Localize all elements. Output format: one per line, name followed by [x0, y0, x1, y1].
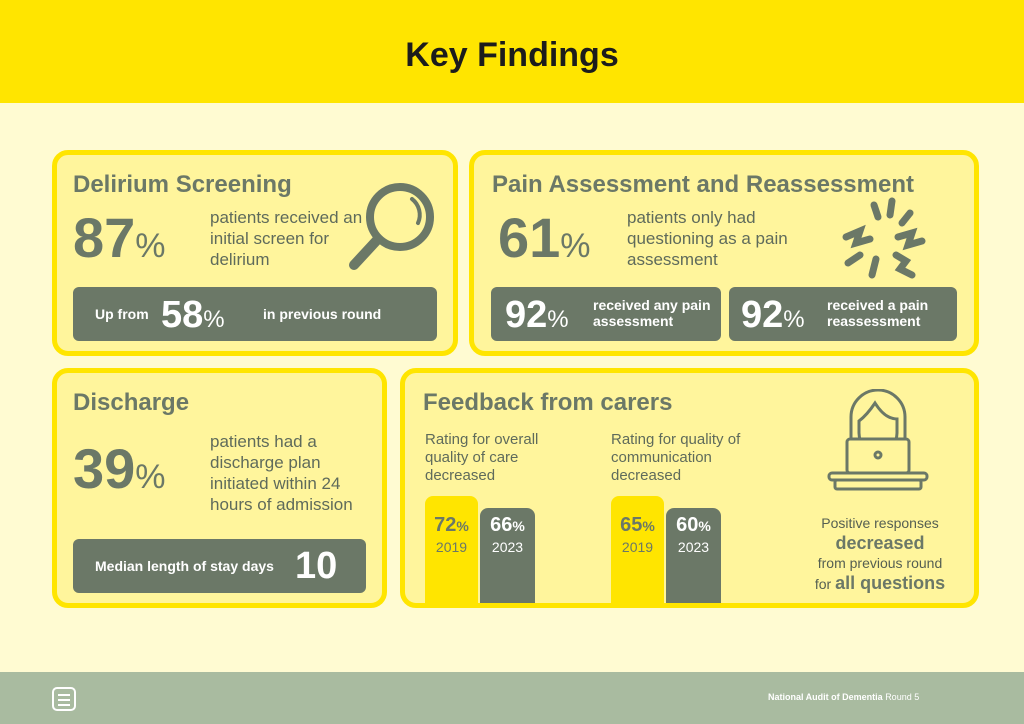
stat2-unit: % [783, 306, 805, 333]
bar-care-2019: 72% 2019 [425, 496, 478, 603]
bar-year: 2023 [491, 539, 524, 555]
footer: National Audit of Dementia Round 5 [0, 672, 1024, 724]
bar-communication-2019: 65% 2019 [611, 496, 664, 603]
footer-credit: National Audit of Dementia Round 5 [768, 692, 919, 702]
delirium-value: 87 [73, 206, 136, 269]
pill-stat: 58% [161, 296, 225, 334]
header-banner [0, 0, 1024, 103]
reassessment-pill: 92% received a pain reassessment [729, 287, 957, 341]
bar-year: 2019 [435, 539, 468, 555]
bar-year: 2019 [621, 539, 654, 555]
pill-unit: % [203, 306, 225, 333]
footer-round: Round 5 [885, 692, 920, 702]
footer-org: National Audit of Dementia [768, 692, 883, 702]
pain-text: patients only had questioning as a pain … [627, 208, 788, 269]
delirium-card: Delirium Screening 87% patients received… [52, 150, 458, 356]
bar-unit: % [698, 518, 711, 534]
bar-year: 2023 [677, 539, 710, 555]
length-of-stay-pill: Median length of stay days 10 [73, 539, 366, 593]
pain-stat: 61% [498, 210, 591, 266]
pill-pre-text: Up from [95, 306, 149, 322]
group2-label: Rating for quality of communication decr… [611, 431, 741, 484]
pill-post-text: in previous round [263, 306, 382, 322]
delirium-stat: 87% [73, 210, 166, 266]
pain-unit: % [560, 227, 591, 265]
bar-unit: % [512, 518, 525, 534]
menu-icon[interactable] [52, 687, 76, 711]
stat2: 92% [741, 296, 805, 334]
pain-heading: Pain Assessment and Reassessment [492, 171, 914, 198]
pain-card: Pain Assessment and Reassessment 61% pat… [469, 150, 979, 356]
bar-value: 72 [434, 514, 457, 536]
stat1-unit: % [547, 306, 569, 333]
summary-decreased: decreased [835, 533, 925, 553]
delirium-text: patients received an initial screen for … [210, 208, 363, 269]
feedback-card: Feedback from carers Rating for overall … [400, 368, 979, 608]
bar-value: 66 [490, 514, 513, 536]
discharge-unit: % [135, 458, 166, 496]
stat1: 92% [505, 296, 569, 334]
discharge-text: patients had a discharge plan initiated … [210, 432, 353, 514]
stat1-text: received any pain assessment [593, 297, 711, 329]
pill-value: 58 [161, 294, 204, 336]
any-assessment-pill: 92% received any pain assessment [491, 287, 721, 341]
pain-value: 61 [498, 206, 561, 269]
summary-line1: Positive responses [821, 515, 939, 531]
person-laptop-icon [827, 389, 929, 491]
discharge-card: Discharge 39% patients had a discharge p… [52, 368, 387, 608]
delirium-unit: % [135, 227, 166, 265]
discharge-stat: 39% [73, 441, 166, 497]
feedback-heading: Feedback from carers [423, 389, 673, 416]
bar-unit: % [642, 518, 655, 534]
bar-unit: % [456, 518, 469, 534]
stay-value: 10 [295, 545, 338, 587]
bar-care-2023: 66% 2023 [480, 508, 535, 603]
delirium-previous-pill: Up from 58% in previous round [73, 287, 437, 341]
delirium-heading: Delirium Screening [73, 171, 292, 198]
pain-burst-icon [842, 197, 926, 279]
stat1-value: 92 [505, 294, 548, 336]
bar-communication-2023: 60% 2023 [666, 508, 721, 603]
stat2-value: 92 [741, 294, 784, 336]
magnifying-glass-icon [349, 183, 434, 270]
discharge-value: 39 [73, 437, 136, 500]
stat2-text: received a pain reassessment [827, 297, 929, 329]
bar-value: 60 [676, 514, 699, 536]
summary-for: for [814, 576, 832, 592]
summary-all-questions: all questions [835, 573, 946, 593]
page-title: Key Findings [405, 36, 619, 74]
group1-label: Rating for overall quality of care decre… [425, 431, 539, 484]
stay-label: Median length of stay days [95, 558, 274, 574]
summary-line3: from previous round [817, 555, 943, 571]
feedback-summary: Positive responses decreased from previo… [790, 513, 970, 594]
bar-value: 65 [620, 514, 643, 536]
discharge-heading: Discharge [73, 389, 190, 416]
